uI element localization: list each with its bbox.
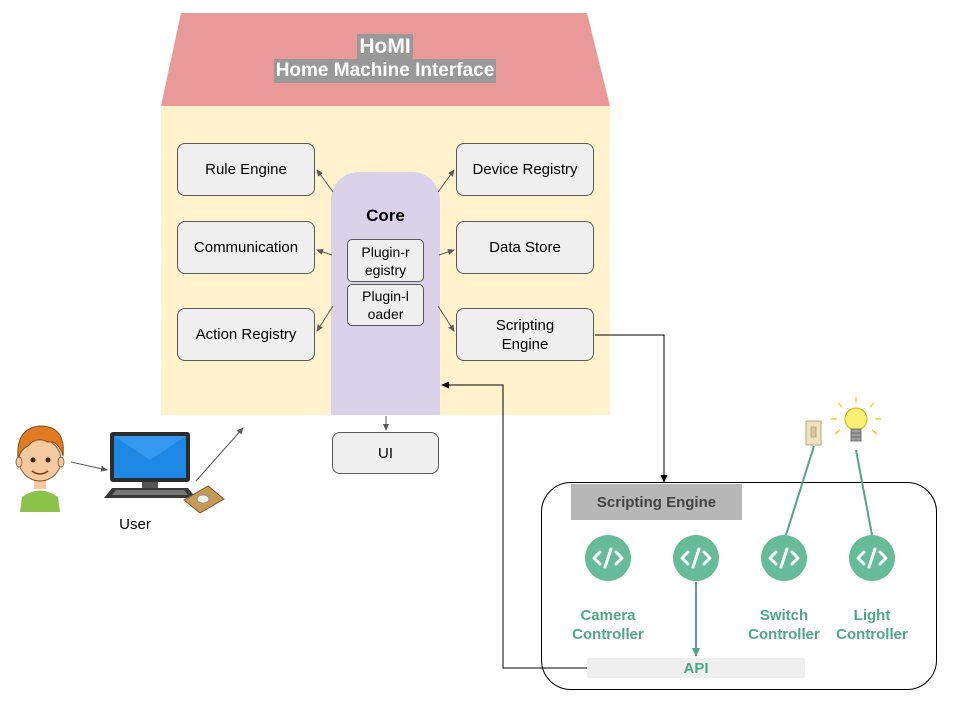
- code-icon: [585, 535, 631, 581]
- computer-icon: [104, 432, 196, 498]
- arrow-user-computer: [70, 461, 108, 472]
- arrow-core-data-store: [438, 249, 455, 256]
- device-registry-label: Device Registry: [472, 161, 578, 178]
- data-store-box: Data Store: [456, 221, 594, 274]
- title-acronym: HoMI: [357, 34, 413, 59]
- scripting-panel: [541, 482, 937, 690]
- device-registry-box: Device Registry: [456, 143, 594, 196]
- action-registry-box: Action Registry: [177, 308, 315, 361]
- bulb-wire: [855, 449, 873, 536]
- code-icon: [673, 535, 719, 581]
- arrow-api-core: [441, 381, 587, 669]
- communication-box: Communication: [177, 221, 315, 274]
- scripting-panel-header: Scripting Engine: [571, 484, 742, 520]
- user-label: User: [119, 516, 151, 533]
- communication-label: Communication: [193, 239, 299, 256]
- arrow-core-scripting-engine: [437, 305, 455, 332]
- scripting-engine-box: Scripting Engine: [456, 308, 594, 361]
- arrow-computer-house: [195, 427, 244, 482]
- core-label: Core: [366, 206, 405, 225]
- user-avatar-icon: [15, 425, 65, 512]
- data-store-label: Data Store: [489, 239, 561, 256]
- switch-controller-label: Switch Controller: [748, 607, 820, 643]
- plugin-registry-box: Plugin-registry: [347, 239, 424, 282]
- rule-engine-box: Rule Engine: [177, 143, 315, 196]
- code-icon: [849, 535, 895, 581]
- light-bulb-icon: [831, 397, 881, 442]
- title-block: HoMI Home Machine Interface: [160, 34, 610, 83]
- switch-wire: [785, 445, 815, 536]
- title-subtitle: Home Machine Interface: [273, 59, 497, 83]
- light-switch-icon: [805, 420, 822, 446]
- ui-box: UI: [332, 432, 439, 474]
- scripting-engine-label: Scripting Engine: [495, 316, 555, 353]
- arrow-scripting-engine-panel: [595, 334, 668, 483]
- code-icon: [761, 535, 807, 581]
- plugin-loader-label: Plugin-loader: [362, 288, 409, 322]
- ui-label: UI: [378, 444, 393, 462]
- arrow-core-rule-engine: [316, 169, 334, 193]
- mouse-icon: [183, 485, 225, 514]
- plugin-loader-box: Plugin-loader: [347, 284, 424, 326]
- action-registry-label: Action Registry: [195, 326, 297, 343]
- api-bar: API: [587, 658, 805, 678]
- rule-engine-label: Rule Engine: [205, 161, 287, 178]
- camera-controller-label: Camera Controller: [572, 607, 644, 643]
- arrow-core-action-registry: [316, 305, 334, 332]
- arrow-core-device-registry: [437, 169, 455, 193]
- plugin-registry-label: Plugin-registry: [361, 243, 410, 278]
- light-controller-label: Light Controller: [836, 607, 908, 643]
- arrow-core-communication: [316, 249, 333, 256]
